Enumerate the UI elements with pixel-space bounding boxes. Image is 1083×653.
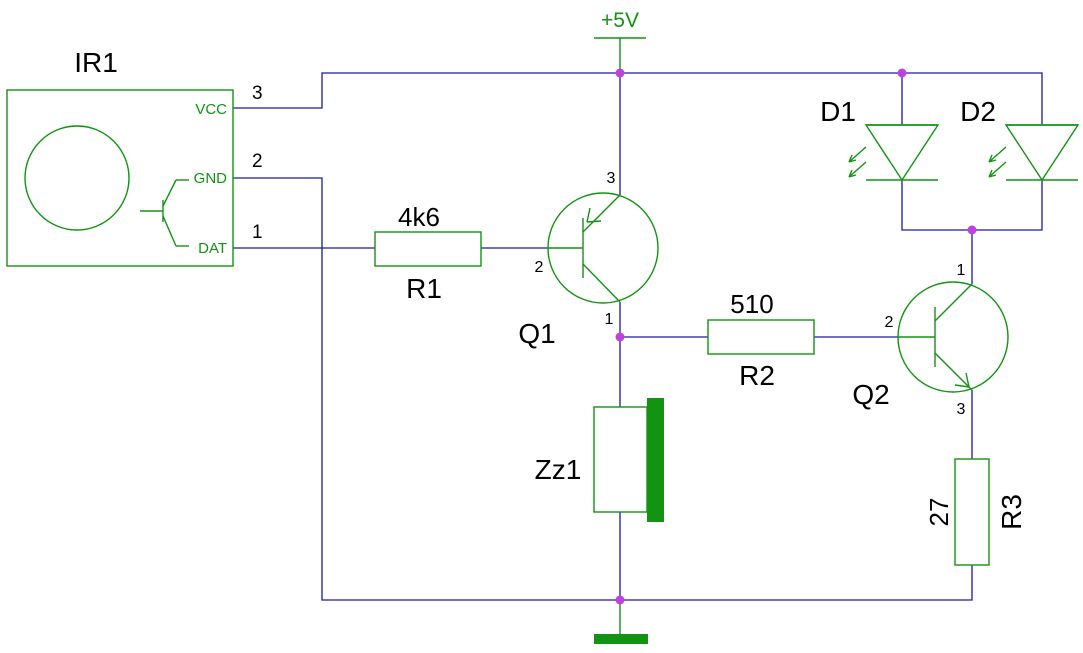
ground-bar: [594, 634, 648, 644]
q2-pin-2-label: 2: [885, 314, 894, 331]
q2-pin-1-label: 1: [957, 262, 966, 279]
r1-value-label: 4k6: [398, 202, 440, 232]
zz1-membrane: [647, 398, 664, 522]
q1-pin-3-label: 3: [607, 170, 616, 187]
q1-emitter-arrow: [586, 207, 602, 223]
q2-emitter-arrow: [954, 372, 970, 388]
d1-light-arrows-icon: [848, 146, 867, 178]
ir1-ref-label: IR1: [74, 47, 118, 78]
r2-value-label: 510: [730, 289, 773, 319]
q1-emitter-lead: [582, 194, 621, 233]
ir1-pin-dat-num: 1: [252, 222, 263, 243]
wires: [233, 72, 1043, 601]
junctions: [615, 68, 977, 605]
ir1-transistor-icon: [140, 179, 189, 247]
junction-dot: [967, 225, 977, 235]
d2-triangle: [1004, 124, 1080, 182]
d1-triangle: [864, 124, 940, 182]
q2-ref-label: Q2: [852, 379, 889, 410]
ir1-pin-vcc-name: VCC: [195, 101, 227, 118]
power-label: +5V: [601, 9, 639, 32]
q1-pin-2-label: 2: [535, 259, 544, 276]
q1-ref-label: Q1: [518, 318, 555, 349]
ground-symbol: [594, 600, 648, 644]
ir1-pin-dat-name: DAT: [198, 240, 227, 257]
d2-ref-label: D2: [960, 96, 996, 127]
d2-light-arrows-icon: [988, 146, 1007, 178]
q1-component[interactable]: 3 2 1 Q1: [518, 170, 659, 349]
power-symbol: +5V: [594, 9, 646, 73]
r2-ref-label: R2: [739, 360, 775, 391]
d1-ref-label: D1: [820, 96, 856, 127]
d2-component[interactable]: D2: [960, 96, 1080, 182]
r3-value-label: 27: [924, 498, 954, 527]
q2-emitter-lead: [934, 352, 973, 391]
junction-dot: [615, 332, 625, 342]
r1-body: [374, 231, 482, 267]
ir1-component[interactable]: IR1 VCC GND DAT 3 2 1: [6, 47, 263, 267]
r3-component[interactable]: 27 R3: [924, 458, 1027, 566]
zz1-ref-label: Zz1: [535, 454, 582, 485]
wire-gnd: [233, 177, 973, 601]
r3-ref-label: R3: [996, 494, 1027, 530]
junction-dot: [615, 68, 625, 78]
r2-component[interactable]: 510 R2: [707, 289, 815, 391]
q2-collector-lead: [934, 283, 973, 322]
ir1-body: [6, 89, 234, 267]
ir1-pin-vcc-num: 3: [252, 83, 263, 104]
q2-component[interactable]: 1 2 3 Q2: [852, 262, 1009, 418]
zz1-component[interactable]: Zz1: [535, 398, 664, 522]
wire-led-cathodes: [901, 180, 1043, 231]
zz1-body: [593, 406, 648, 513]
q2-pin-3-label: 3: [957, 401, 966, 418]
q1-pin-1-label: 1: [605, 311, 614, 328]
ir1-pin-gnd-name: GND: [194, 170, 228, 187]
wire-vcc-ir: [233, 72, 1043, 125]
q1-collector-lead: [582, 263, 621, 303]
d1-component[interactable]: D1: [820, 96, 940, 182]
r3-body: [954, 458, 990, 566]
r2-body: [707, 319, 815, 355]
r1-component[interactable]: 4k6 R1: [374, 202, 482, 304]
junction-dot: [897, 68, 907, 78]
ir1-pin-gnd-num: 2: [252, 151, 263, 172]
ir1-lens: [24, 125, 130, 231]
junction-dot: [615, 595, 625, 605]
r1-ref-label: R1: [406, 273, 442, 304]
